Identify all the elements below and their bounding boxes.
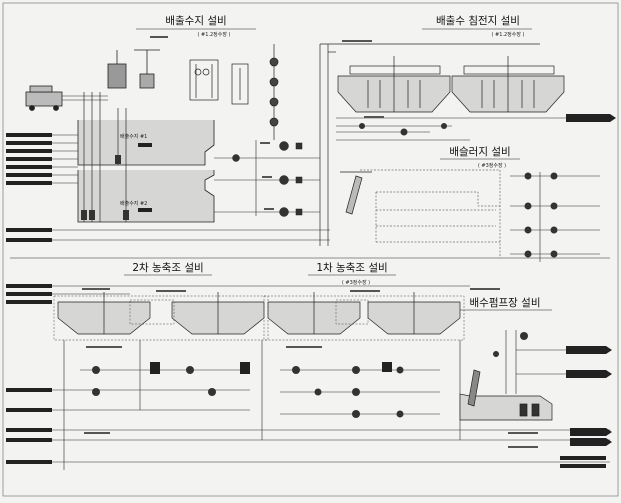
thickener2-tank-a [57,292,151,335]
outlet-arrow-icon [566,346,612,354]
sludge-dashed-network [360,169,501,258]
thickener-gauges [150,362,392,374]
equipment-tag-marks [82,36,538,448]
discharge-pumps [232,141,303,217]
thickener1-tank-b [367,292,461,335]
discharge-pump-rows [214,140,320,216]
thickener-pumps [92,366,404,418]
crane-feed-lines [62,95,108,101]
outlet-arrow-icon [566,114,616,122]
tank-feed-columns [83,92,127,222]
section-title-discharge-water: 배출수지 설비 ( #1.2정수장 ) [136,15,256,38]
settling-valves [359,123,447,136]
thickener1-title: 1차 농축조 설비 [316,262,387,274]
tank-submerged-pumps [81,155,129,220]
pump-station-piping [505,330,566,394]
thickener-dashed-outlines [53,295,465,341]
main-risers [319,43,540,246]
crane-icon [25,49,160,111]
thickener2-title: 2차 농축조 설비 [132,262,203,274]
pump-icon [89,210,95,220]
discharge-water-subtitle: ( #1.2정수장 ) [197,31,230,38]
outlet-arrow-icon [566,370,612,378]
pump-icon [123,210,129,220]
discharge-water-tank-1: 배출수지 #1 [77,120,215,166]
right-outlet-bars [560,428,612,468]
sludge-title: 배슬러지 설비 [449,146,510,158]
thickener1-subtitle: ( #3정수장 ) [342,279,370,286]
pump-station-valves [493,332,528,357]
pump-station-basin [459,369,553,421]
sludge-pumps [524,172,558,258]
sludge-subtitle: ( #3정수장 ) [478,162,506,169]
left-inlet-lines-top [52,134,330,241]
settling-basin-1 [337,56,451,113]
discharge-settling-subtitle: ( #1.2정수장 ) [491,31,524,38]
section-title-thickener2: 2차 농축조 설비 [124,262,212,276]
tank-1-label: 배출수지 #1 [120,133,147,140]
sludge-inclined-screw [340,171,372,215]
left-inlet-group-bottom [6,284,52,464]
thickener2-tank-b [171,292,265,335]
vertical-pump-column [269,44,279,140]
valve-icon [232,154,240,162]
pump-icon [81,210,87,220]
tank-2-label: 배출수지 #2 [120,200,147,207]
pump-station-title: 배수펌프장 설비 [470,297,541,309]
left-inlet-group-top [6,133,52,242]
chemical-dosing-unit [189,59,249,105]
settling-basin-2 [451,56,565,113]
discharge-settling-title: 배출수 침전지 설비 [436,15,520,27]
section-title-sludge: 배슬러지 설비 ( #3정수장 ) [440,146,520,169]
section-title-discharge-settling: 배출수 침전지 설비 ( #1.2정수장 ) [422,15,532,38]
pump-icon [115,155,121,164]
discharge-water-tank-2: 배출수지 #2 [77,170,215,223]
discharge-water-title: 배출수지 설비 [165,15,226,27]
section-title-pump-station: 배수펌프장 설비 [458,297,552,311]
section-title-thickener1: 1차 농축조 설비 ( #3정수장 ) [308,262,396,286]
